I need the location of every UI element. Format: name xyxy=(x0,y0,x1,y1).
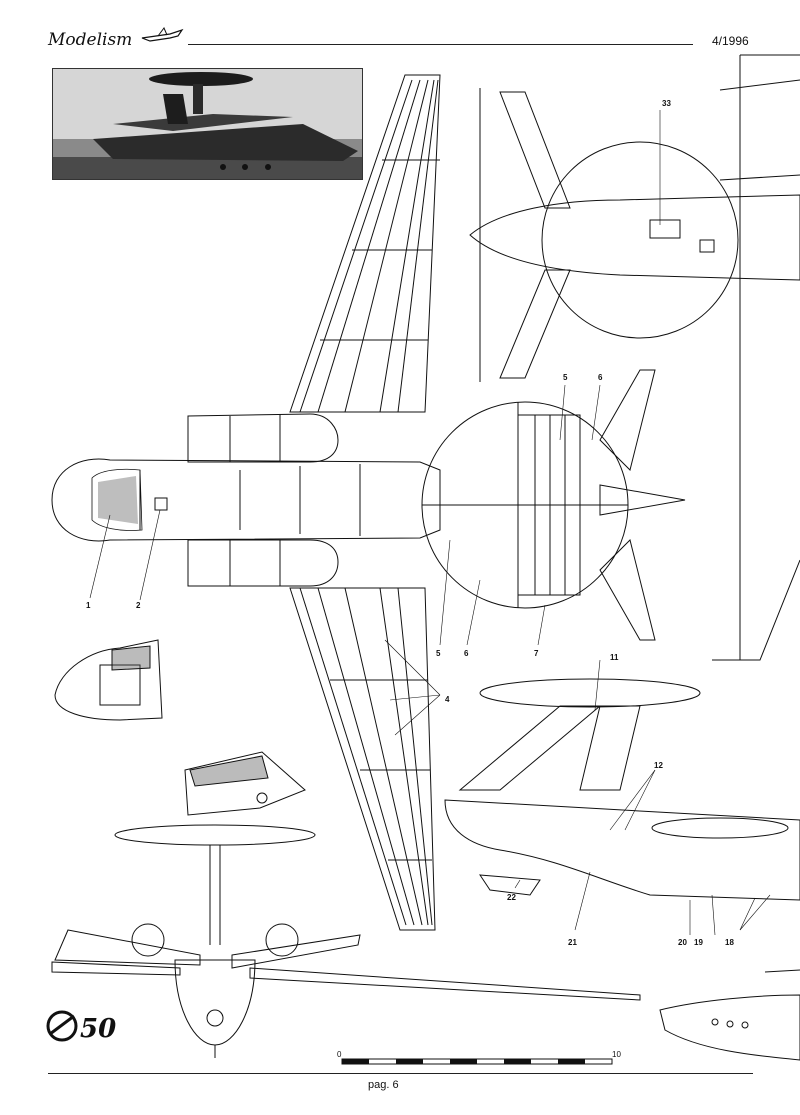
nose-detail xyxy=(54,639,163,721)
underside-view xyxy=(469,54,800,661)
callout-7: 7 xyxy=(534,649,539,658)
magazine-title: Modelism xyxy=(48,30,133,50)
logo-number: 50 xyxy=(80,1014,117,1044)
footer-rule xyxy=(48,1073,753,1074)
leader-lines xyxy=(89,110,771,936)
page-number: pag. 6 xyxy=(368,1079,399,1091)
callout-6: 6 xyxy=(464,649,469,658)
canopy-detail xyxy=(184,751,306,816)
callout-1: 1 xyxy=(86,601,91,610)
top-view xyxy=(51,74,686,931)
callout-19: 19 xyxy=(694,938,703,947)
scale-start-label: 0 xyxy=(337,1050,342,1059)
front-view xyxy=(51,824,641,1058)
scale-end-label: 10 xyxy=(612,1050,621,1059)
scale-segment xyxy=(504,1059,531,1064)
callout-21: 21 xyxy=(568,938,577,947)
scale-segment xyxy=(450,1059,477,1064)
callout-20: 20 xyxy=(678,938,687,947)
plane-logo-icon xyxy=(141,27,184,42)
scale-bar: 0 10 xyxy=(337,1050,621,1065)
scale-segment xyxy=(396,1059,423,1064)
scale-segment xyxy=(558,1059,585,1064)
callout-2: 2 xyxy=(136,601,141,610)
callout-22: 22 xyxy=(507,893,516,902)
callout-5: 5 xyxy=(436,649,441,658)
callout-4: 4 xyxy=(445,695,450,704)
aircraft-photo xyxy=(52,68,363,180)
callout-6-top: 6 xyxy=(598,373,603,382)
callout-5-top: 5 xyxy=(563,373,568,382)
callout-labels: 1 2 4 5 6 7 5 6 11 12 18 19 20 21 22 33 xyxy=(86,99,734,947)
issue-number: 4/1996 xyxy=(712,34,749,48)
callout-18: 18 xyxy=(725,938,734,947)
header-rule xyxy=(188,44,693,45)
scale-segment xyxy=(342,1059,369,1064)
callout-12: 12 xyxy=(654,761,663,770)
callout-33: 33 xyxy=(662,99,671,108)
magazine-logo-icon xyxy=(46,1010,78,1042)
callout-11: 11 xyxy=(610,653,619,662)
side-view xyxy=(444,678,800,1061)
